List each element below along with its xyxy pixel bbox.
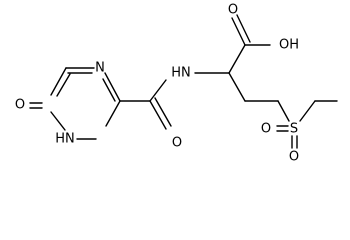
atom-pyrazine-n-top: N [95,61,105,76]
atom-acid-oh: OH [279,38,299,53]
bond-ring-lower-left [50,111,66,131]
bond-acid-carbon-to-o-2 [236,14,251,43]
bond-alpha-to-beta [228,72,246,102]
bond-amide-carbon-to-o-2 [154,97,172,127]
bond-acid-carbon-to-o-1 [231,17,246,46]
atom-labels: N O HN HN O O OH S O O [15,3,299,165]
bond-sulfur-to-methyl [299,100,316,122]
bond-lines [29,14,338,149]
bond-ring-bottom-right [105,100,121,127]
atom-amide-nh: HN [171,66,191,81]
bond-ring-top-right [104,72,121,102]
atom-amide-o: O [172,136,182,151]
atom-acid-o-double: O [228,3,238,18]
bond-gamma-to-sulfur [277,100,290,122]
atom-sulfonyl-o-bottom: O [289,150,299,165]
chemical-structure: N O HN HN O O OH S O O [15,3,338,165]
atom-sulfonyl-o-left: O [261,122,271,137]
atom-sulfur: S [290,122,298,137]
bond-ring-upper-left-inner [56,73,71,97]
bond-amide-carbon-to-nh [149,79,167,102]
bond-ring-top-right-inner [102,78,116,102]
bond-amide-carbon-to-o-1 [149,100,167,130]
atom-ring-oxo-o: O [15,98,25,113]
bond-alpha-to-acid-carbon [228,44,246,74]
atom-ring-nh: HN [55,132,75,147]
bond-ring-upper-left [50,67,67,96]
